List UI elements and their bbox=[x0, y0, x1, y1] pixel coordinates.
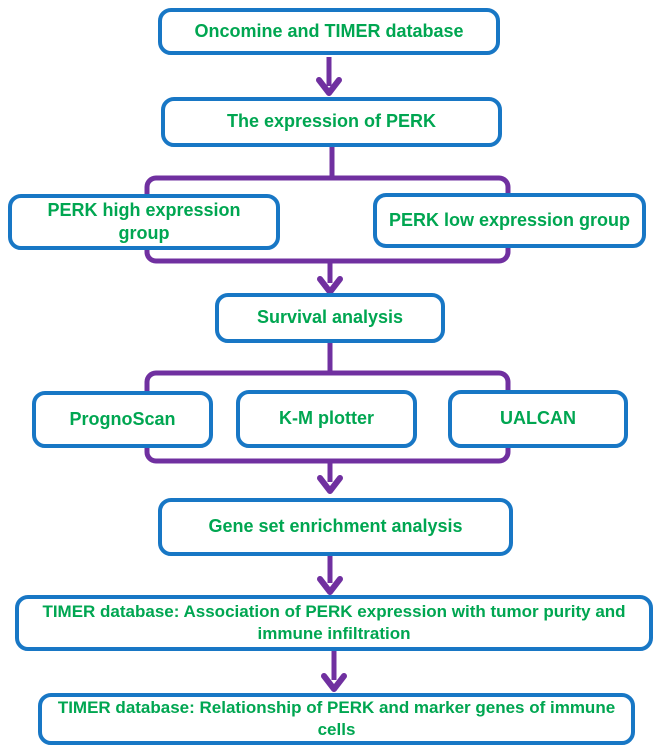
node-survival-analysis: Survival analysis bbox=[215, 293, 445, 343]
arrowhead-gsea-to-association bbox=[317, 576, 343, 595]
node-perk-low-expression-group: PERK low expression group bbox=[373, 193, 646, 248]
arrowhead-tools-to-gsea bbox=[317, 475, 343, 494]
node-timer-relationship-marker-genes: TIMER database: Relationship of PERK and… bbox=[38, 693, 635, 745]
arrowhead-database-to-expression bbox=[316, 77, 342, 96]
node-expression-of-perk: The expression of PERK bbox=[161, 97, 502, 147]
arrowhead-association-to-relationship bbox=[321, 673, 347, 692]
node-ualcan: UALCAN bbox=[448, 390, 628, 448]
node-timer-association-tumor-purity: TIMER database: Association of PERK expr… bbox=[15, 595, 653, 651]
arrowhead-groups-to-survival bbox=[317, 276, 343, 295]
node-oncomine-timer-database: Oncomine and TIMER database bbox=[158, 8, 500, 55]
node-km-plotter: K-M plotter bbox=[236, 390, 417, 448]
node-gene-set-enrichment-analysis: Gene set enrichment analysis bbox=[158, 498, 513, 556]
node-prognoscan: PrognoScan bbox=[32, 391, 213, 448]
node-perk-high-expression-group: PERK high expression group bbox=[8, 194, 280, 250]
